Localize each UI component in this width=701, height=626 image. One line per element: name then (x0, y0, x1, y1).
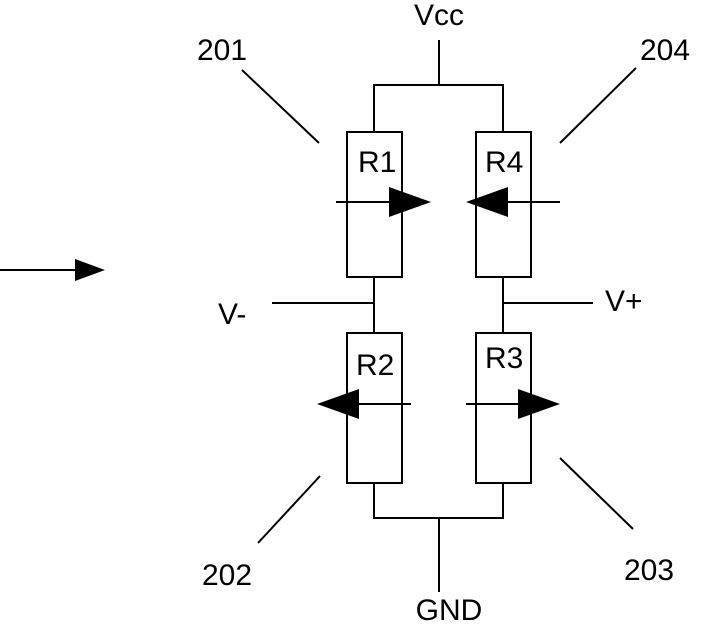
arrow-left-icon (317, 389, 359, 419)
gnd-wiring (373, 483, 504, 592)
input-arrow (0, 259, 105, 281)
r2-label: R2 (356, 349, 394, 382)
gnd-label: GND (416, 594, 483, 626)
ref-202-label: 202 (202, 559, 252, 592)
leader-201 (241, 69, 320, 144)
r4-label: R4 (485, 146, 523, 179)
leader-204 (559, 67, 637, 144)
resistor-r3 (466, 332, 560, 484)
resistor-r2 (317, 332, 411, 484)
mid-node-wiring (272, 277, 593, 333)
v-minus-label: V- (218, 298, 246, 331)
vcc-label: Vcc (414, 0, 464, 32)
resistor-r4 (466, 131, 560, 278)
vcc-wiring (373, 40, 504, 132)
r1-label: R1 (358, 146, 396, 179)
arrow-right-icon (389, 187, 431, 217)
ref-204-label: 204 (640, 34, 690, 67)
arrow-right-icon (518, 389, 560, 419)
arrow-left-icon (466, 187, 508, 217)
ref-203-label: 203 (624, 554, 674, 587)
ref-201-label: 201 (197, 34, 247, 67)
leader-202 (257, 475, 321, 544)
r3-label: R3 (485, 342, 523, 375)
resistor-r1 (336, 131, 431, 278)
leader-203 (559, 457, 634, 530)
v-plus-label: V+ (605, 285, 643, 318)
